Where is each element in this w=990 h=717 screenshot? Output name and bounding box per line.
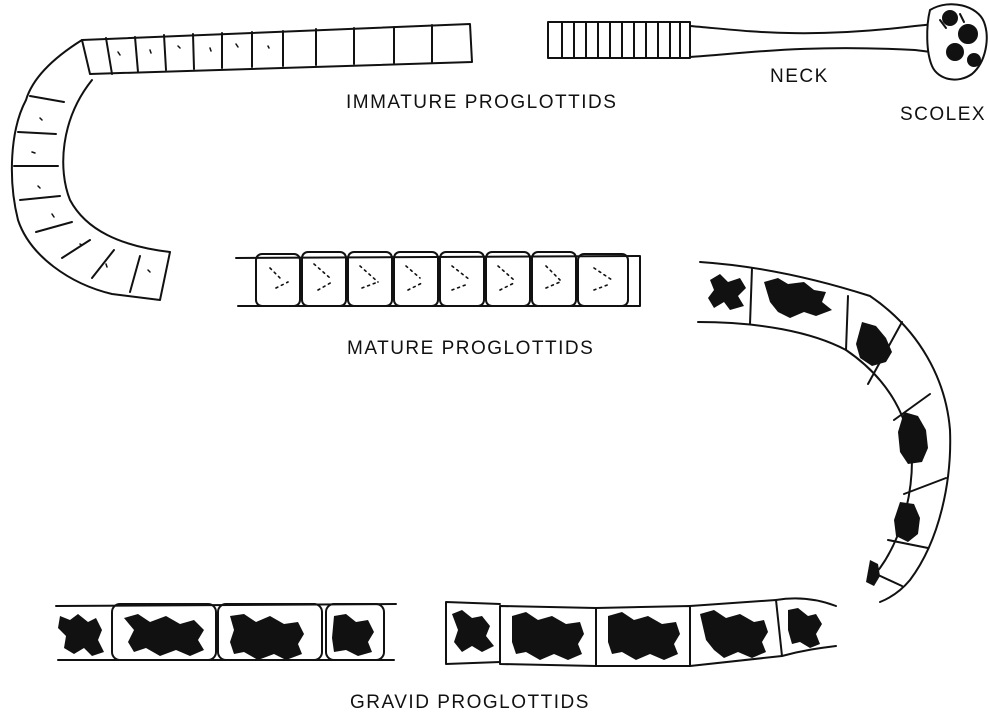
mature-proglottids-label: MATURE PROGLOTTIDS xyxy=(347,338,594,360)
gravid-right-uterus xyxy=(452,608,822,660)
neck-label: NECK xyxy=(770,66,829,88)
scolex-label: SCOLEX xyxy=(900,104,986,126)
gravid-proglottids-label: GRAVID PROGLOTTIDS xyxy=(350,692,590,714)
neck-strobila xyxy=(548,22,690,58)
mature-proglottids-chain xyxy=(236,252,640,306)
immature-proglottids-label: IMMATURE PROGLOTTIDS xyxy=(346,92,617,114)
neck xyxy=(690,22,955,57)
immature-speckles xyxy=(32,44,269,272)
scolex-and-neck xyxy=(690,4,987,79)
